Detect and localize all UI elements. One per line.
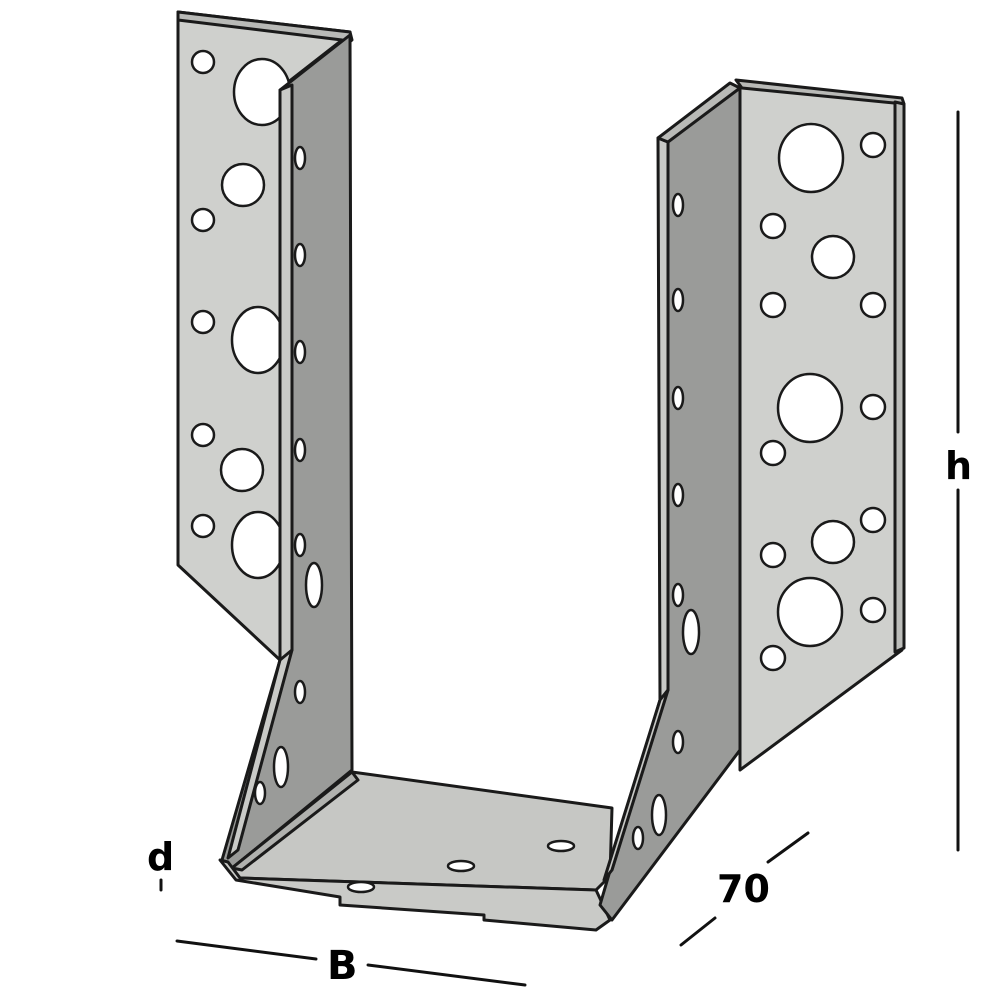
dimension-label-h: h (945, 444, 973, 488)
right-flange (734, 78, 906, 772)
dim-depth-upper (766, 831, 810, 864)
dimension-lines (159, 110, 960, 987)
base-plate (218, 770, 614, 932)
dimension-label-d: d (147, 835, 175, 879)
dim-B-left (175, 939, 318, 961)
dim-depth-lower (679, 916, 717, 947)
dim-B-right (366, 963, 527, 987)
right-side-wall (598, 81, 742, 922)
left-flange (176, 10, 354, 662)
dimension-label-depth: 70 (717, 867, 770, 911)
left-side-wall (220, 33, 354, 872)
dimension-label-B: B (327, 943, 358, 989)
